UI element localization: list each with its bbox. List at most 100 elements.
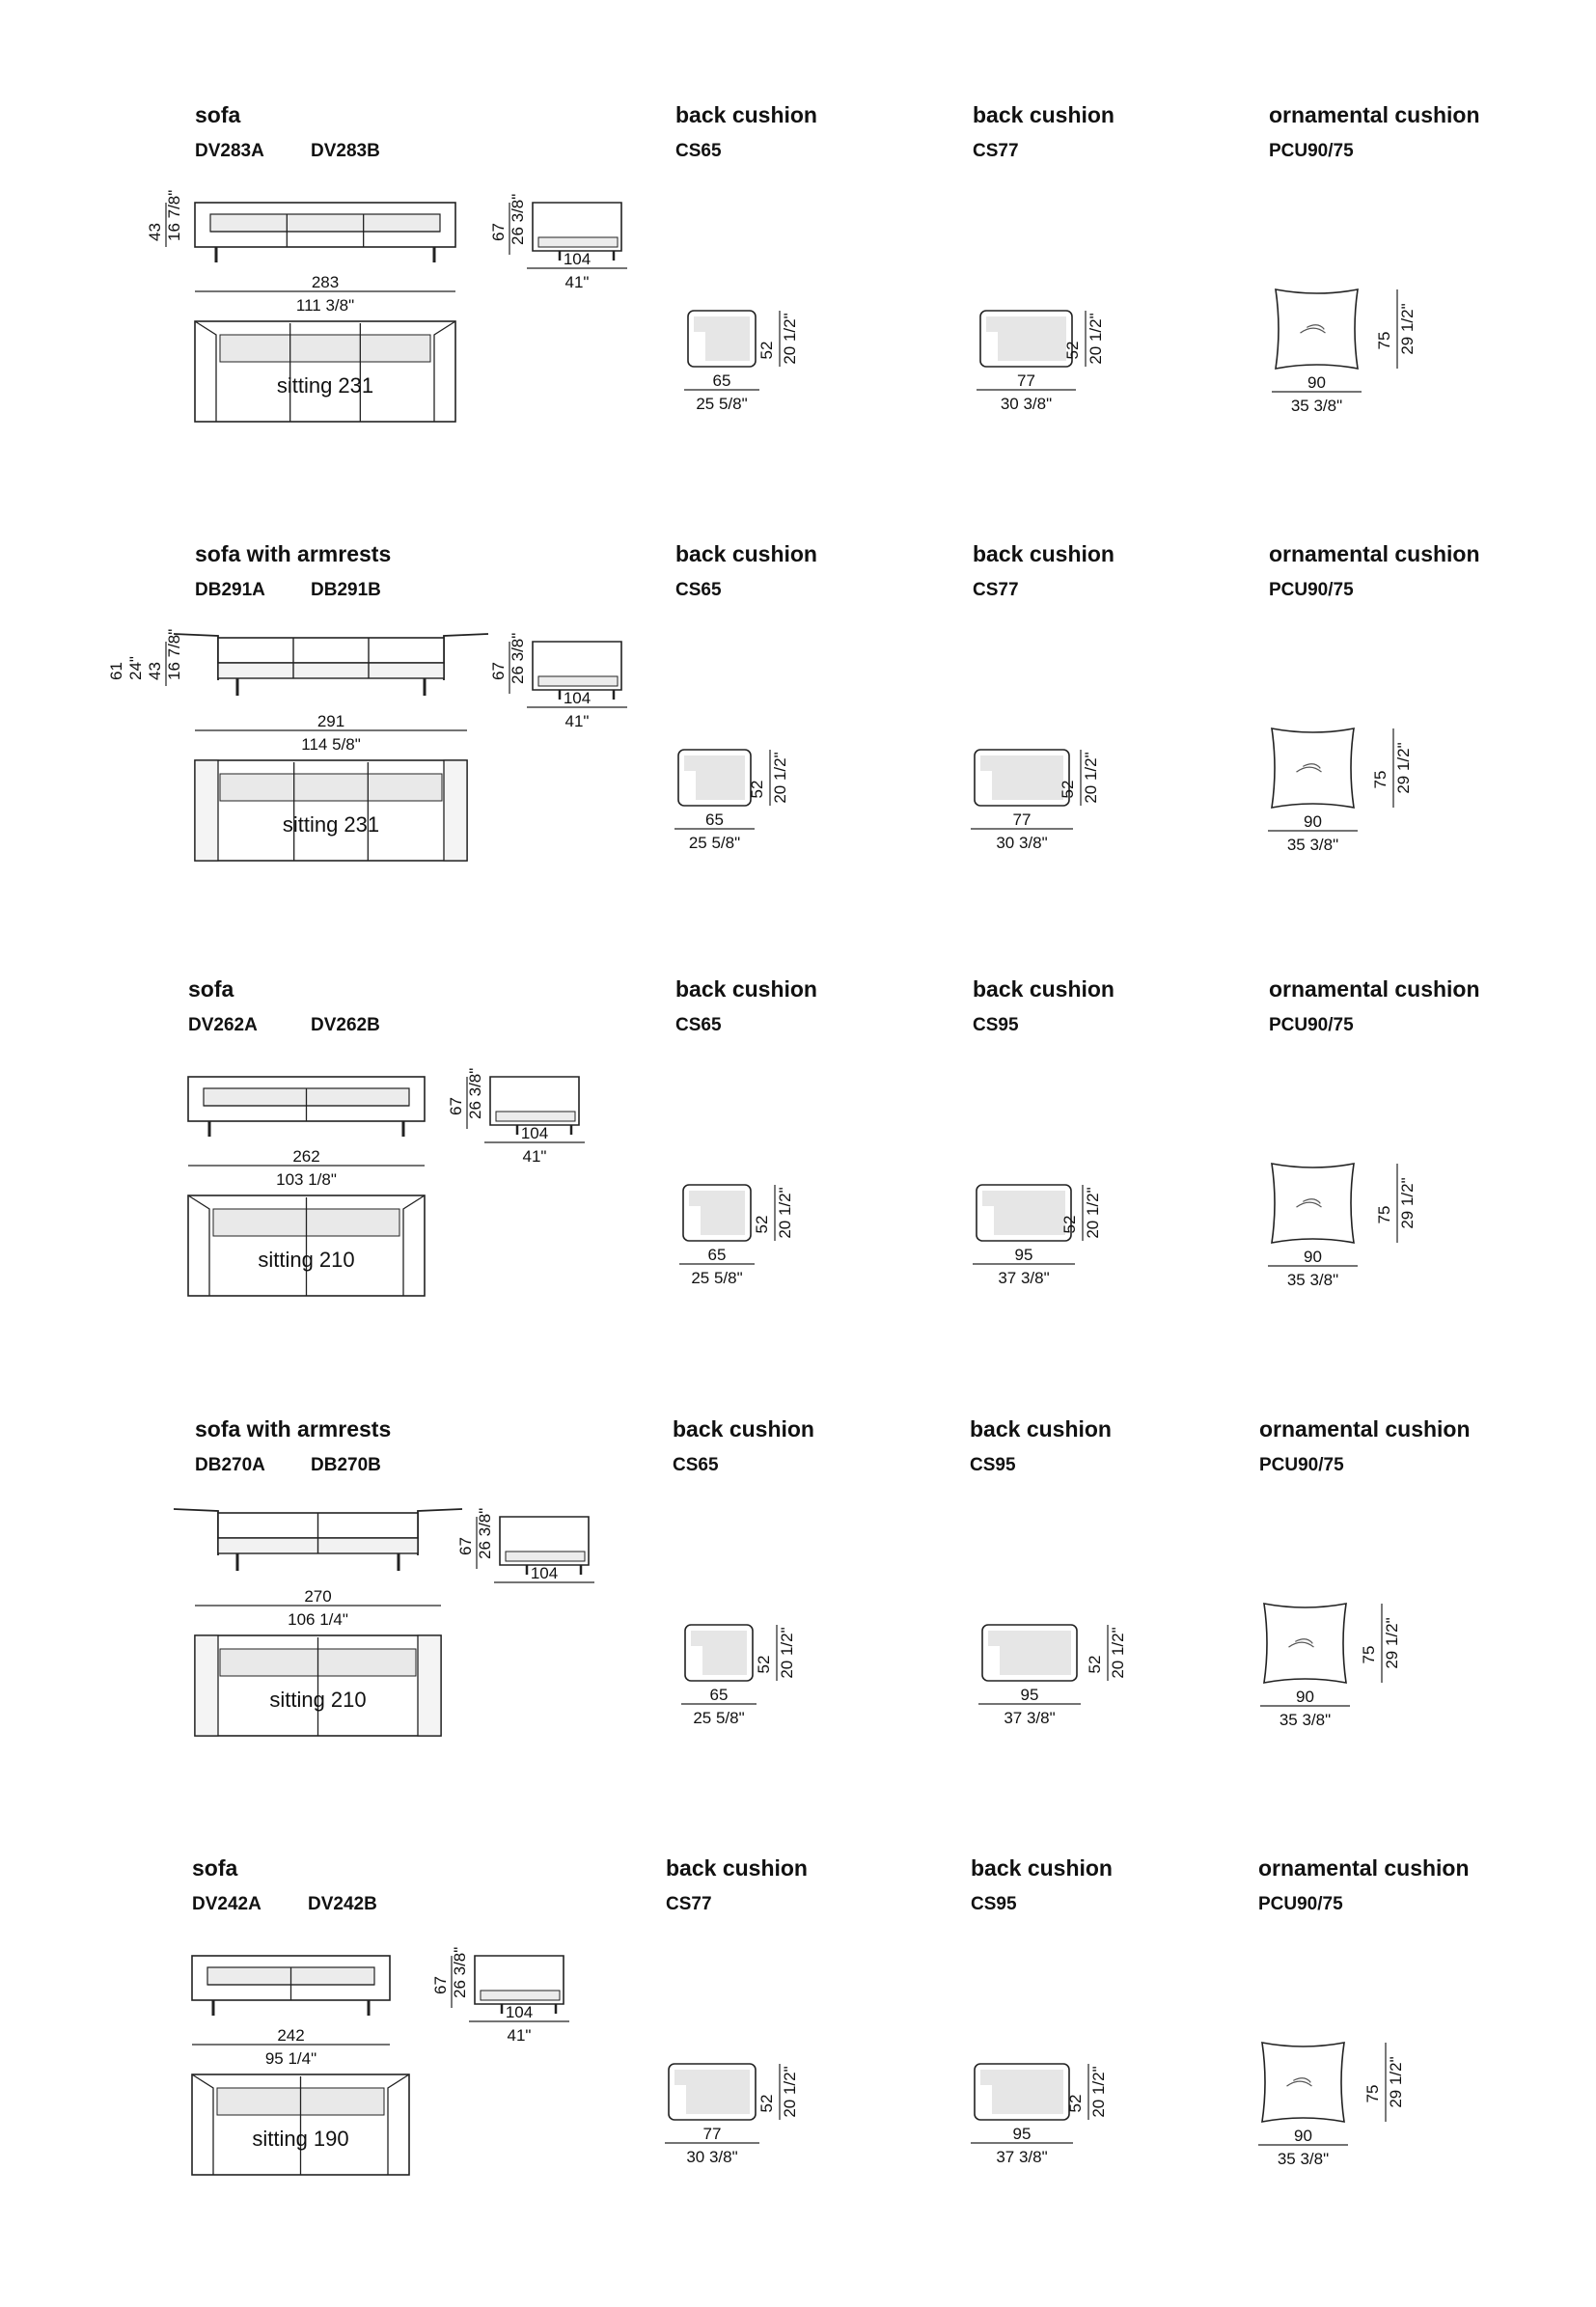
cushion-width-cm: 90 (1294, 2127, 1312, 2145)
cushion-width-cm: 65 (705, 810, 724, 829)
model-code-a: DV242A (192, 1894, 261, 1914)
cushion-height-in: 20 1/2" (781, 313, 799, 364)
side-depth-in: 41" (565, 273, 590, 291)
side-depth-cm: 104 (506, 2003, 533, 2021)
sofa-width-cm: 262 (292, 1147, 319, 1166)
cushion-height-cm: 52 (757, 2095, 776, 2113)
side-depth-cm: 104 (564, 689, 591, 707)
sofa-side-elevation (532, 641, 622, 700)
sofa-title: sofa (188, 976, 234, 1002)
model-code-b: DB291B (311, 580, 381, 600)
ornamental-cushion-drawing (1275, 288, 1359, 370)
cushion-code: CS77 (973, 580, 1019, 600)
ornamental-cushion-drawing (1271, 1163, 1355, 1244)
cushion-width-cm: 77 (1013, 810, 1032, 829)
cushion-height-cm: 52 (757, 342, 776, 360)
cushion-code: CS65 (673, 1455, 719, 1475)
cushion-title: ornamental cushion (1269, 102, 1480, 127)
cushion-height-cm: 52 (1060, 1216, 1079, 1234)
sofa-title: sofa (192, 1855, 238, 1881)
sofa-armrest-height-cm: 61 (107, 662, 125, 680)
model-code-b: DV262B (311, 1015, 380, 1035)
cushion-width-in: 25 5/8" (693, 1709, 744, 1727)
sofa-plan-view (191, 2074, 410, 2176)
sofa-height-in: 16 7/8" (165, 629, 183, 680)
sofa-height-cm: 43 (146, 662, 164, 680)
cushion-code: PCU90/75 (1258, 1894, 1343, 1914)
cushion-title: ornamental cushion (1269, 976, 1480, 1002)
cushion-width-in: 30 3/8" (686, 2148, 737, 2166)
sitting-width-label: sitting 210 (258, 1248, 354, 1272)
cushion-height-cm: 52 (1059, 781, 1077, 799)
cushion-width-cm: 90 (1307, 373, 1326, 392)
cushion-code: CS95 (971, 1894, 1017, 1914)
cushion-title: back cushion (673, 1416, 814, 1442)
cushion-height-cm: 52 (1066, 2095, 1085, 2113)
cushion-height-cm: 75 (1375, 1206, 1393, 1224)
cushion-height-cm: 75 (1360, 1646, 1378, 1664)
sofa-side-elevation (499, 1516, 590, 1575)
cushion-height-in: 29 1/2" (1383, 1617, 1401, 1668)
sofa-plan-view (194, 1634, 442, 1737)
model-code-b: DV283B (311, 141, 380, 161)
cushion-height-in: 29 1/2" (1398, 1177, 1417, 1228)
cushion-width-in: 30 3/8" (996, 834, 1047, 852)
cushion-code: CS65 (675, 1015, 722, 1035)
sofa-width-cm: 270 (304, 1587, 331, 1606)
cushion-code: PCU90/75 (1269, 141, 1354, 161)
ornamental-cushion-drawing (1261, 2042, 1345, 2123)
side-height-cm: 67 (456, 1537, 475, 1555)
model-code-b: DV242B (308, 1894, 377, 1914)
model-code-a: DV283A (195, 141, 264, 161)
sofa-title: sofa (195, 102, 241, 127)
cushion-code: PCU90/75 (1269, 1015, 1354, 1035)
back-cushion-drawing (979, 310, 1073, 368)
sofa-front-elevation (173, 1508, 463, 1571)
cushion-height-in: 20 1/2" (771, 752, 789, 803)
cushion-code: PCU90/75 (1259, 1455, 1344, 1475)
cushion-height-in: 20 1/2" (1082, 752, 1100, 803)
cushion-title: back cushion (675, 541, 817, 566)
side-depth-cm: 104 (521, 1124, 548, 1142)
cushion-height-in: 29 1/2" (1387, 2056, 1405, 2107)
sofa-width-in: 95 1/4" (265, 2049, 316, 2068)
cushion-width-cm: 95 (1013, 2125, 1032, 2143)
side-depth-cm: 104 (531, 1564, 558, 1582)
sofa-title: sofa with armrests (195, 1416, 392, 1442)
cushion-code: CS65 (675, 141, 722, 161)
cushion-code: CS95 (970, 1455, 1016, 1475)
cushion-width-in: 35 3/8" (1291, 397, 1342, 415)
cushion-height-in: 20 1/2" (776, 1187, 794, 1238)
back-cushion-drawing (687, 310, 757, 368)
back-cushion-drawing (974, 749, 1070, 807)
cushion-width-in: 37 3/8" (1004, 1709, 1055, 1727)
cushion-code: CS77 (973, 141, 1019, 161)
cushion-height-cm: 75 (1371, 771, 1390, 789)
sofa-width-cm: 291 (317, 712, 344, 730)
sofa-front-elevation (187, 1076, 426, 1137)
model-code-a: DB270A (195, 1455, 265, 1475)
cushion-code: CS65 (675, 580, 722, 600)
cushion-height-in: 20 1/2" (1109, 1627, 1127, 1678)
sofa-width-in: 103 1/8" (276, 1170, 337, 1189)
sofa-side-elevation (474, 1955, 564, 2014)
back-cushion-drawing (974, 2063, 1070, 2121)
cushion-title: back cushion (970, 1416, 1112, 1442)
cushion-title: ornamental cushion (1258, 1855, 1470, 1881)
cushion-title: back cushion (971, 1855, 1113, 1881)
sofa-width-cm: 242 (277, 2026, 304, 2045)
sofa-front-elevation (194, 202, 456, 262)
cushion-width-cm: 95 (1021, 1686, 1039, 1704)
cushion-code: CS95 (973, 1015, 1019, 1035)
sofa-side-elevation (489, 1076, 580, 1135)
cushion-height-cm: 52 (753, 1216, 771, 1234)
model-code-b: DB270B (311, 1455, 381, 1475)
back-cushion-drawing (981, 1624, 1078, 1682)
cushion-width-cm: 65 (708, 1246, 727, 1264)
